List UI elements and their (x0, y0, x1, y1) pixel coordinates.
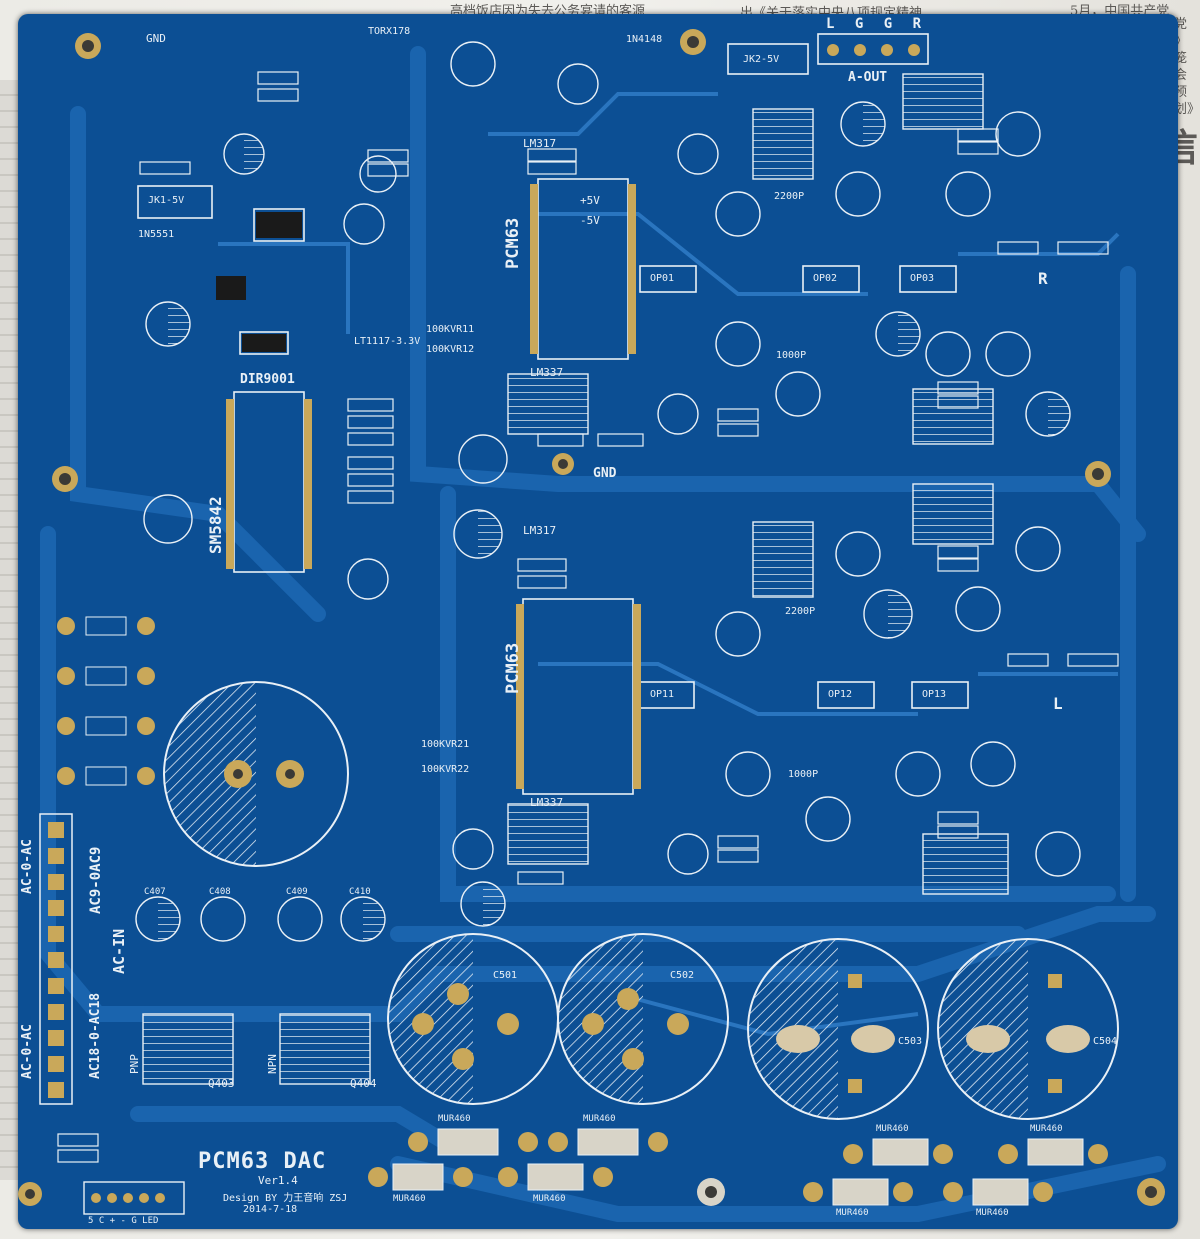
chip-label-op01: OP01 (650, 273, 675, 284)
label-100kvr21: 100KVR21 (421, 739, 470, 750)
label-mur460-4: MUR460 (533, 1194, 566, 1204)
label-c408: C408 (209, 887, 231, 897)
label-c501: C501 (493, 970, 518, 981)
mounting-holes (18, 29, 1165, 1206)
board-date: 2014-7-18 (243, 1204, 298, 1215)
label-ac9: AC9-0AC9 (88, 846, 104, 914)
chip-label-op12: OP12 (828, 689, 853, 700)
label-100kvr12: 100KVR12 (426, 344, 475, 355)
pcb-artwork (18, 29, 1166, 1222)
chip-label-lm337-b: LM337 (530, 796, 564, 809)
a-out-pins (827, 44, 920, 56)
label-c502: C502 (670, 970, 695, 981)
label-mur460-3: MUR460 (393, 1194, 426, 1204)
led-connector-pins (91, 1193, 165, 1203)
label-c409: C409 (286, 887, 308, 897)
label-minus5v: -5V (580, 214, 600, 227)
board-design-credit: Design BY 力王音响 ZSJ (223, 1193, 348, 1204)
label-c407: C407 (144, 887, 166, 897)
chip-label-op13: OP13 (922, 689, 947, 700)
led-connector-outline (83, 1181, 185, 1215)
label-gnd-top: GND (146, 32, 166, 45)
cap-polarity-marks (158, 102, 1070, 941)
label-ac18: AC18-0-AC18 (88, 992, 103, 1079)
board-version: Ver1.4 (258, 1174, 298, 1187)
label-ac-0-ac-a: AC-0-AC (20, 839, 35, 894)
filter-cap-pads (412, 974, 1090, 1093)
chip-label-lm337-a: LM337 (530, 366, 564, 379)
heatsinks (142, 73, 1009, 1085)
label-ac-0-ac-b: AC-0-AC (20, 1024, 35, 1079)
label-1n4148: 1N4148 (626, 34, 663, 45)
diode-pads (368, 1132, 1108, 1202)
label-2200p-upper: 2200P (774, 191, 805, 202)
label-mur460-5: MUR460 (876, 1124, 909, 1134)
label-mur460-8: MUR460 (976, 1208, 1009, 1218)
label-q403: Q403 (208, 1077, 235, 1090)
smd-chip-sm (256, 212, 302, 238)
board-title: PCM63 DAC (198, 1149, 327, 1174)
label-mur460-6: MUR460 (1030, 1124, 1063, 1134)
label-channel-l: L (1053, 694, 1063, 713)
chip-label-op03: OP03 (910, 273, 935, 284)
chip-label-jk1: JK1-5V (148, 195, 185, 206)
chip-label-pcm63-upper: PCM63 (503, 217, 523, 269)
label-mur460-7: MUR460 (836, 1208, 869, 1218)
connector-label-a-out: A-OUT (848, 70, 888, 85)
label-q404: Q404 (350, 1077, 377, 1090)
label-100kvr22: 100KVR22 (421, 764, 470, 775)
smd-chip-dir (242, 334, 286, 352)
rectifier-diodes (392, 1128, 1084, 1206)
large-cap-hatch (164, 682, 256, 866)
chip-label-sm5842: SM5842 (206, 496, 225, 554)
label-1n5551: 1N5551 (138, 229, 175, 240)
chip-label-op02: OP02 (813, 273, 838, 284)
chip-label-jk2: JK2-5V (743, 54, 780, 65)
label-c410: C410 (349, 887, 371, 897)
label-ac-in: AC-IN (110, 928, 128, 974)
ac-terminal-block (39, 813, 73, 1105)
label-mur460-2: MUR460 (583, 1114, 616, 1124)
chip-label-op11: OP11 (650, 689, 675, 700)
label-1000p-lower: 1000P (788, 769, 819, 780)
label-lggr: L G G R (826, 16, 928, 32)
label-led-connector: 5 C + - G LED (88, 1216, 159, 1226)
label-gnd-center: GND (593, 466, 617, 481)
resistor-outlines (57, 71, 1119, 1163)
chip-label-torx178: TORX178 (368, 26, 411, 37)
label-npn: NPN (266, 1054, 279, 1074)
label-mur460-1: MUR460 (438, 1114, 471, 1124)
chip-label-dir9001: DIR9001 (240, 372, 295, 387)
ic-pins (226, 184, 641, 789)
chip-label-pcm63-lower: PCM63 (503, 642, 523, 694)
label-100kvr11: 100KVR11 (426, 324, 475, 335)
pcb-board: PCM63 DAC Ver1.4 Design BY 力王音响 ZSJ 2014… (18, 14, 1178, 1229)
bridge-diodes (57, 616, 155, 786)
chip-label-lm317-b: LM317 (523, 524, 557, 537)
chip-label-lm317-a: LM317 (523, 137, 557, 150)
label-1000p-upper: 1000P (776, 350, 807, 361)
news-left-margin (0, 80, 22, 1180)
ac-terminal-pads (48, 822, 64, 1098)
label-pnp: PNP (128, 1054, 141, 1074)
chip-label-lt1117: LT1117-3.3V (354, 336, 421, 347)
label-c504: C504 (1093, 1036, 1118, 1047)
label-plus5v: +5V (580, 194, 600, 207)
label-c503: C503 (898, 1036, 923, 1047)
smd-regulator (216, 276, 246, 300)
label-2200p-lower: 2200P (785, 606, 816, 617)
label-channel-r: R (1038, 269, 1048, 288)
